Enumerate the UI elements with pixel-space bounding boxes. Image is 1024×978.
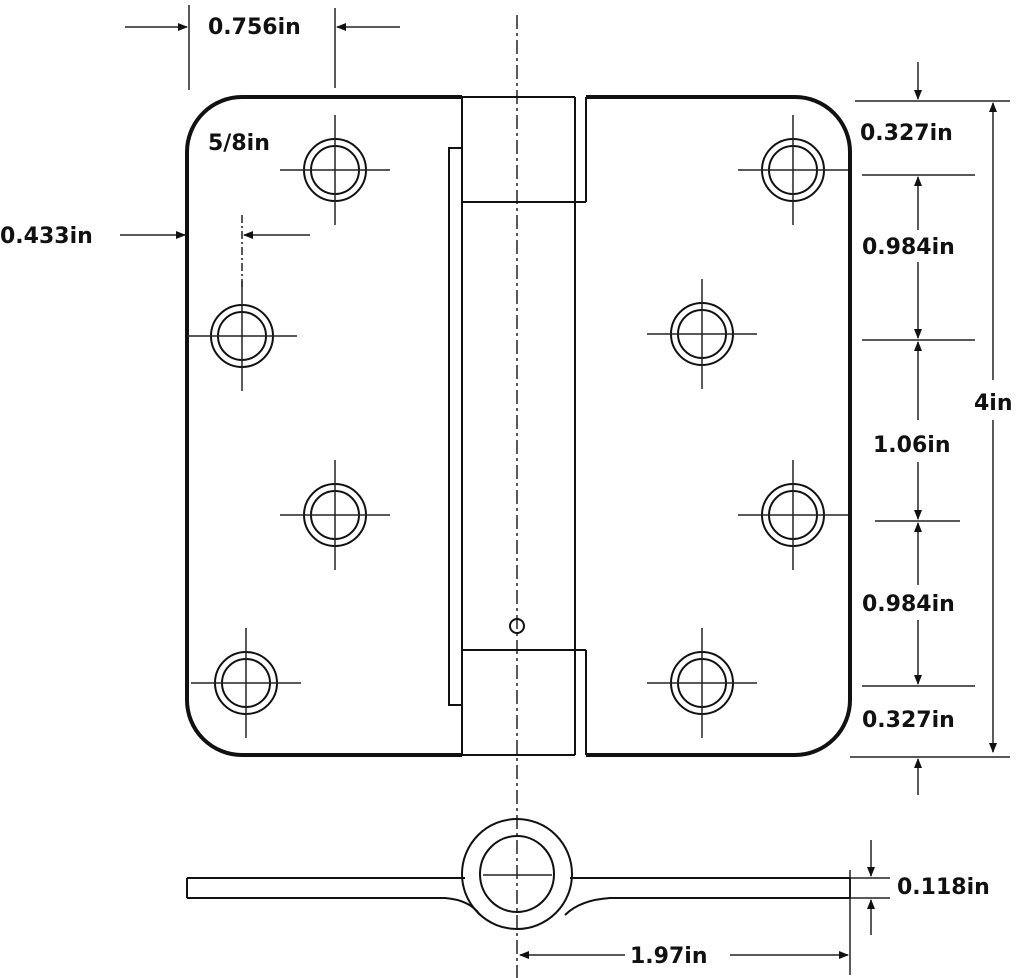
right-leaf	[586, 95, 852, 757]
screw-hole	[738, 460, 848, 570]
hinge-end-view: 0.118in 1.97in	[186, 818, 990, 975]
label-bottom-margin: 0.327in	[862, 708, 955, 733]
label-height: 4in	[974, 391, 1013, 416]
label-corner-radius: 5/8in	[208, 131, 270, 156]
dim-hole-offset-side: 0.433in	[0, 215, 310, 290]
label-top-margin: 0.327in	[860, 121, 953, 146]
screw-hole	[191, 628, 301, 738]
label-0-433: 0.433in	[0, 224, 93, 249]
left-leaf	[185, 95, 462, 757]
screw-hole	[187, 281, 297, 391]
label-spacing-2: 1.06in	[873, 433, 950, 458]
dim-hole-offset-top: 0.756in	[125, 5, 400, 90]
dim-vertical-spacing: 0.327in 0.984in 1.06in 0.984in 0.327in 4…	[850, 62, 1013, 795]
label-0-756: 0.756in	[208, 15, 301, 40]
screw-hole	[280, 460, 390, 570]
screw-hole	[280, 115, 390, 225]
label-thickness: 0.118in	[897, 875, 990, 900]
screw-hole	[738, 115, 848, 225]
label-spacing-3: 0.984in	[862, 592, 955, 617]
screw-hole	[647, 279, 757, 389]
screw-hole	[647, 628, 757, 738]
knuckle	[448, 96, 587, 756]
screw-holes	[187, 115, 848, 738]
pin-hole	[509, 618, 525, 634]
label-leaf-width: 1.97in	[630, 944, 707, 969]
label-spacing-1: 0.984in	[862, 235, 955, 260]
